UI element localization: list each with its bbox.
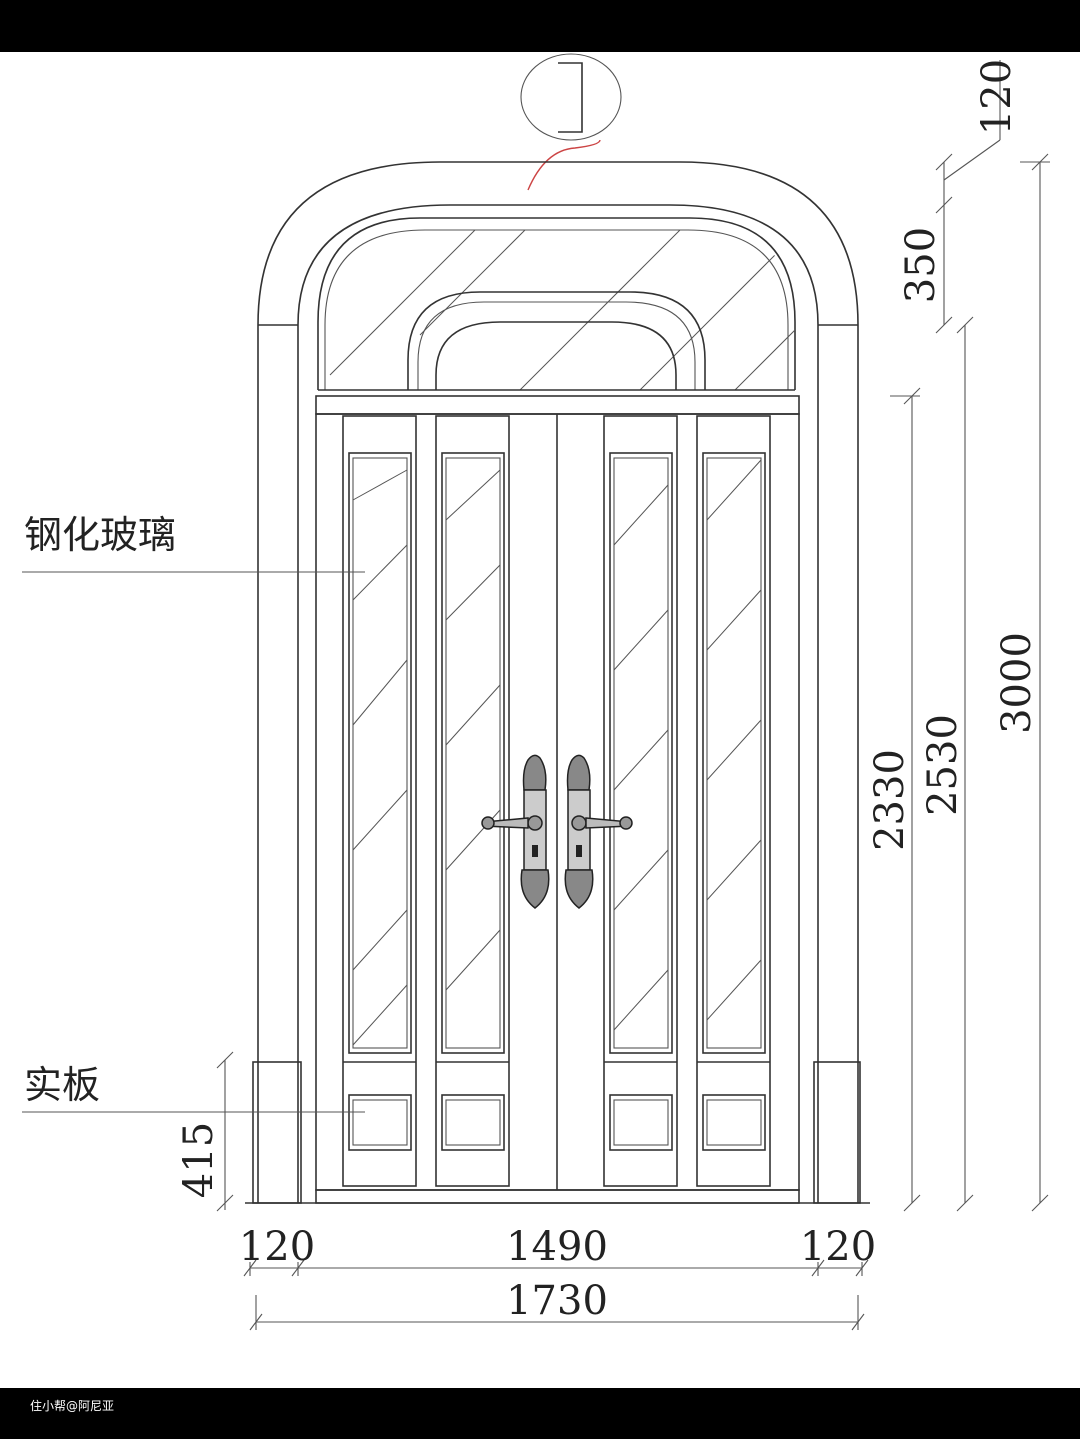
dim-2330: 2330 xyxy=(867,749,913,851)
leader-lines xyxy=(22,571,365,1113)
dim-3000: 3000 xyxy=(994,632,1040,734)
vertical-dimension-lines xyxy=(216,60,1050,1212)
glass-panes xyxy=(348,452,766,1054)
label-tempered-glass: 钢化玻璃 xyxy=(24,513,176,557)
drawing-canvas: 钢化玻璃 实板 xyxy=(0,52,1080,1388)
horizontal-dimension-lines xyxy=(243,1259,869,1331)
dim-inner-width: 1490 xyxy=(506,1224,608,1270)
dim-bottom-panel: 415 xyxy=(176,1122,222,1198)
dim-left-frame: 120 xyxy=(239,1224,315,1270)
door-leaves xyxy=(315,413,800,1204)
dim-2530: 2530 xyxy=(920,714,966,816)
bottom-black-bar: 住小帮@阿尼亚 xyxy=(0,1388,1080,1439)
dim-total-width: 1730 xyxy=(506,1278,608,1324)
top-black-bar xyxy=(0,0,1080,52)
watermark: 住小帮@阿尼亚 xyxy=(30,1399,115,1413)
label-solid-panel: 实板 xyxy=(24,1063,100,1107)
door-handle-right xyxy=(564,754,633,909)
dim-top-offset: 120 xyxy=(974,59,1020,135)
door-handle-left xyxy=(481,754,550,909)
door-elevation-drawing: 钢化玻璃 实板 xyxy=(22,53,1050,1331)
dim-arch-band: 350 xyxy=(898,227,944,303)
outer-frame xyxy=(245,161,870,1204)
solid-panels xyxy=(343,1061,770,1151)
revision-marker xyxy=(520,53,622,191)
dim-right-frame: 120 xyxy=(800,1224,876,1270)
arched-transom xyxy=(315,217,800,415)
